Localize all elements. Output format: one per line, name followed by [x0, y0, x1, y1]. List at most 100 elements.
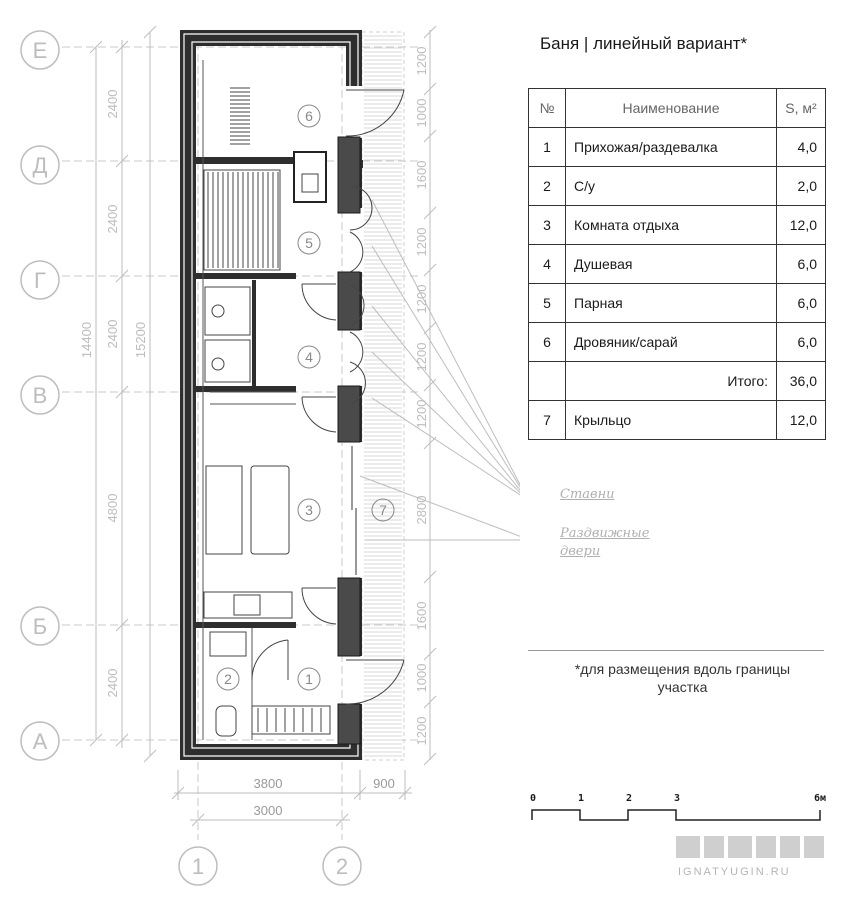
axis-bubble-e [20, 30, 60, 70]
table-total-row: Итого: 36,0 [528, 361, 826, 401]
scale-label-1: 1 [578, 793, 585, 804]
table-row: 7 Крыльцо 12,0 [528, 400, 826, 440]
wall-openings [345, 86, 363, 704]
dim-right-3: 1600 [414, 161, 429, 190]
footnote: *для размещения вдоль границы участка [574, 661, 791, 695]
room-num-3: 3 [305, 502, 313, 518]
shower-1 [204, 286, 251, 336]
room-num-5: 5 [305, 235, 313, 251]
shutters [337, 136, 361, 745]
dim-right-6: 1200 [414, 343, 429, 372]
dim-bottom-outer: 3800 [254, 776, 283, 791]
table-row: 2 С/у 2,0 [528, 166, 826, 206]
dim-right-8: 2800 [414, 496, 429, 525]
axis-label-v: В [33, 383, 48, 408]
table-row: 5 Парная 6,0 [528, 283, 826, 323]
axis-label-a: А [33, 729, 48, 754]
room-markers [216, 104, 395, 691]
sauna-bench [203, 169, 281, 271]
scale-label-2: 2 [626, 793, 633, 804]
table-row: 6 Дровяник/сарай 6,0 [528, 322, 826, 362]
brand-text: IGNATYUGIN.RU [678, 866, 791, 878]
wc-sink [209, 631, 247, 657]
axis-label-1: 1 [192, 854, 204, 879]
dim-left-4: 4800 [105, 494, 120, 523]
entry-bench [251, 705, 331, 735]
shutter-5 [337, 703, 361, 745]
axis-label-2: 2 [336, 854, 348, 879]
callout-sliding-doors-line1: Раздвижные [560, 526, 650, 541]
table-row: 4 Душевая 6,0 [528, 244, 826, 284]
dim-left-total-outer: 15200 [133, 322, 148, 358]
scale-bar [531, 809, 821, 821]
scale-label-3: 3 [674, 793, 681, 804]
total-label: Итого: [565, 361, 777, 401]
callout-leaders [359, 199, 520, 541]
room-schedule-table: № Наименование S, м² 1 Прихожая/раздевал… [528, 88, 826, 440]
room-marker-3 [297, 498, 321, 522]
dim-right-10: 1000 [414, 664, 429, 693]
axis-label-e: Е [33, 38, 48, 63]
floor-plan: Е Д Г В Б А 1 2 2400 2400 2400 4800 2400… [20, 25, 520, 886]
axis-bubble-2 [322, 846, 362, 886]
dim-bottom-porch: 900 [373, 776, 395, 791]
callout-sliding-doors-line2: двери [560, 544, 601, 559]
dim-right-4: 1200 [414, 228, 429, 257]
dim-right-7: 1200 [414, 400, 429, 429]
right-dimensions [423, 25, 437, 766]
axis-bubble-a [20, 721, 60, 761]
exterior-walls [180, 30, 362, 760]
axis-bubble-d [20, 145, 60, 185]
axis-label-b: Б [33, 614, 47, 639]
porch-decking [361, 31, 405, 761]
room-marker-4 [297, 345, 321, 369]
shutter-1 [337, 136, 361, 214]
scale-label-0: 0 [530, 793, 537, 804]
dim-left-5: 2400 [105, 669, 120, 698]
dim-right-1: 1200 [414, 47, 429, 76]
wood-storage [230, 87, 250, 145]
dim-right-11: 1200 [414, 717, 429, 746]
table-header-row: № Наименование S, м² [528, 88, 826, 128]
dim-bottom-axis: 3000 [254, 803, 283, 818]
brand-logo [676, 836, 824, 858]
callout-shutters: Ставни [560, 487, 615, 502]
room-num-4: 4 [305, 349, 313, 365]
room-marker-1 [297, 667, 321, 691]
axis-label-d: Д [33, 153, 48, 178]
axis-label-g: Г [34, 268, 46, 293]
shower-2 [204, 339, 251, 383]
col-header-area: S, м² [776, 88, 826, 128]
room-marker-7 [371, 498, 395, 522]
dim-left-1: 2400 [105, 90, 120, 119]
kitchenette [203, 591, 293, 619]
bottom-dimensions [171, 770, 412, 827]
stove [293, 151, 327, 203]
plan-title: Баня | линейный вариант* [540, 34, 748, 53]
axis-bubble-g [20, 260, 60, 300]
interior-walls [196, 157, 296, 628]
furniture [203, 87, 331, 737]
dim-left-3: 2400 [105, 320, 120, 349]
sofa-2 [250, 465, 290, 555]
sofa-1 [205, 465, 243, 555]
toilet [215, 705, 237, 737]
dim-left-total-inner: 14400 [79, 322, 94, 358]
room-num-2: 2 [224, 671, 232, 687]
dim-right-9: 1600 [414, 602, 429, 631]
col-header-number: № [528, 88, 566, 128]
table-row: 1 Прихожая/раздевалка 4,0 [528, 127, 826, 167]
axis-bubble-v [20, 375, 60, 415]
shutter-3 [337, 385, 361, 443]
room-num-7: 7 [379, 502, 387, 518]
axis-bubble-1 [178, 846, 218, 886]
table-row: 3 Комната отдыха 12,0 [528, 205, 826, 245]
axis-bubble-b [20, 606, 60, 646]
door-swings [251, 89, 405, 705]
total-value: 36,0 [776, 361, 826, 401]
divider [528, 650, 824, 651]
dim-right-5: 1200 [414, 285, 429, 314]
shutter-4 [337, 577, 361, 657]
dim-left-2: 2400 [105, 205, 120, 234]
room-marker-5 [297, 231, 321, 255]
